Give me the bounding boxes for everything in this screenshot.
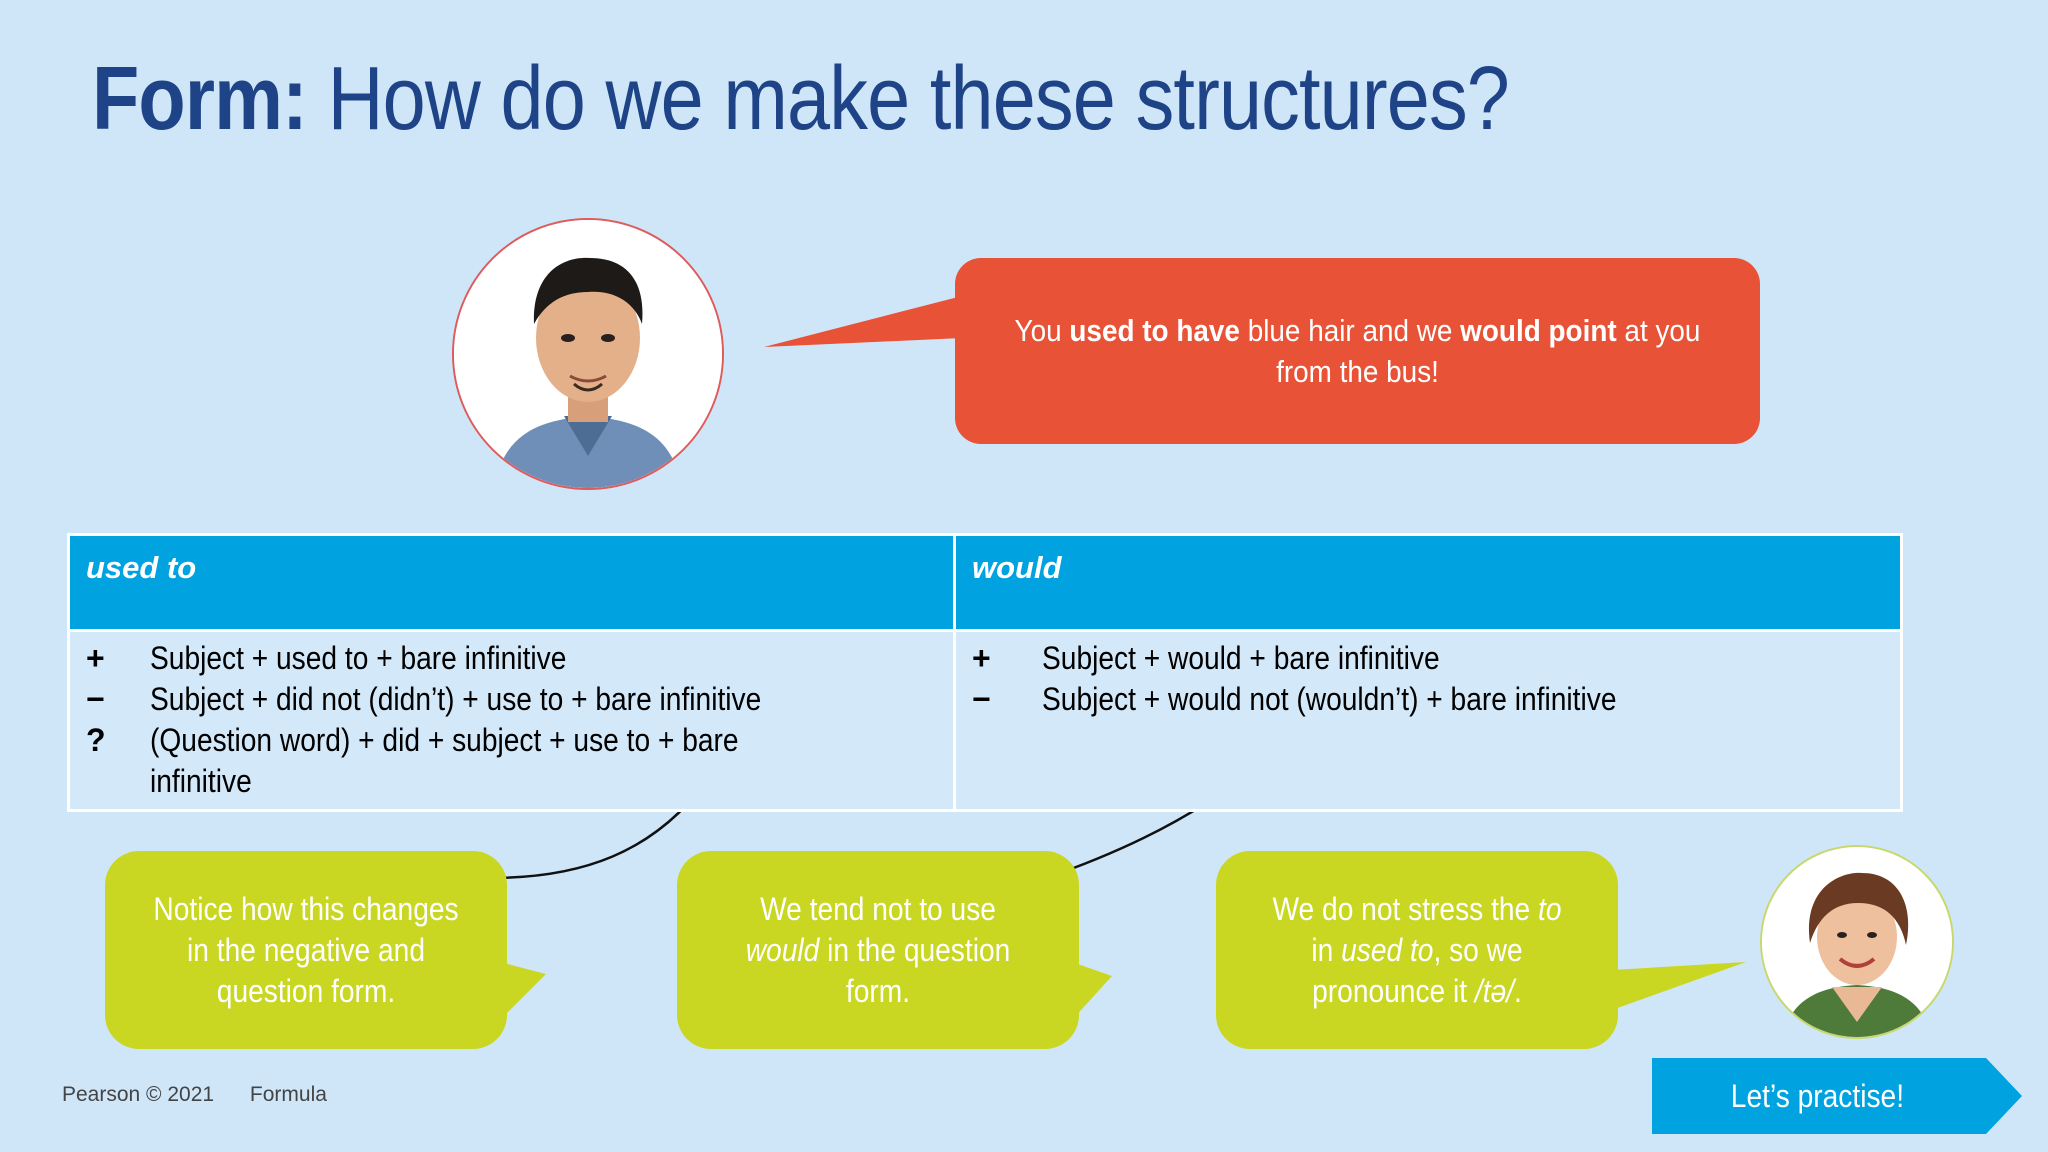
woman-portrait-icon (1762, 847, 1952, 1037)
red-bubble-tail (764, 296, 962, 347)
title-rest: How do we make these structures? (327, 49, 1510, 149)
lets-practise-button[interactable]: Let’s practise! (1652, 1058, 2022, 1134)
green-bubble-tail-3 (1612, 962, 1746, 1010)
rule-text: Subject + would not (wouldn’t) + bare in… (1042, 681, 1617, 717)
question-symbol: ? (86, 722, 106, 758)
woman-avatar (1760, 845, 1954, 1039)
rule-negative: − Subject + would not (wouldn’t) + bare … (972, 679, 1888, 720)
rule-text: Subject + would + bare infinitive (1042, 640, 1440, 676)
rule-affirmative: + Subject + would + bare infinitive (972, 638, 1888, 679)
plus-symbol: + (972, 640, 991, 676)
plus-symbol: + (86, 640, 105, 676)
footer-copyright: Pearson © 2021 (62, 1083, 215, 1106)
header-would: would (953, 533, 1903, 632)
footer-product: Formula (249, 1083, 327, 1106)
lets-practise-label: Let’s practise! (1730, 1077, 1904, 1114)
rule-affirmative: + Subject + used to + bare infinitive (86, 638, 941, 679)
note-bubble-2: We tend not to use would in the question… (677, 851, 1079, 1049)
arrow-shape-icon (1652, 1058, 2022, 1134)
page-title: Form: How do we make these structures? (92, 48, 1510, 151)
footer: Pearson © 2021 Formula (62, 1083, 357, 1107)
cell-used-to: + Subject + used to + bare infinitive − … (67, 629, 956, 812)
man-portrait-icon (454, 220, 722, 488)
minus-symbol: − (972, 681, 991, 717)
title-bold: Form: (92, 49, 308, 149)
header-used-to: used to (67, 533, 956, 632)
rule-text: Subject + used to + bare infinitive (150, 640, 567, 676)
rule-text: (Question word) + did + subject + use to… (150, 722, 739, 799)
rule-question: ? (Question word) + did + subject + use … (86, 720, 941, 802)
form-table: used to would + Subject + used to + bare… (67, 533, 1903, 812)
note-3-text: We do not stress the to in used to, so w… (1272, 890, 1562, 1009)
minus-symbol: − (86, 681, 105, 717)
rule-negative: − Subject + did not (didn’t) + use to + … (86, 679, 941, 720)
speech-bubble-red: You used to have blue hair and we would … (955, 258, 1760, 444)
speech-text: You used to have blue hair and we would … (1014, 313, 1701, 389)
note-bubble-3: We do not stress the to in used to, so w… (1216, 851, 1618, 1049)
rule-text: Subject + did not (didn’t) + use to + ba… (150, 681, 762, 717)
man-avatar (452, 218, 724, 490)
note-bubble-1: Notice how this changes in the negative … (105, 851, 507, 1049)
cell-would: + Subject + would + bare infinitive − Su… (953, 629, 1903, 812)
note-2-text: We tend not to use would in the question… (745, 890, 1011, 1009)
note-1-text: Notice how this changes in the negative … (153, 890, 459, 1009)
